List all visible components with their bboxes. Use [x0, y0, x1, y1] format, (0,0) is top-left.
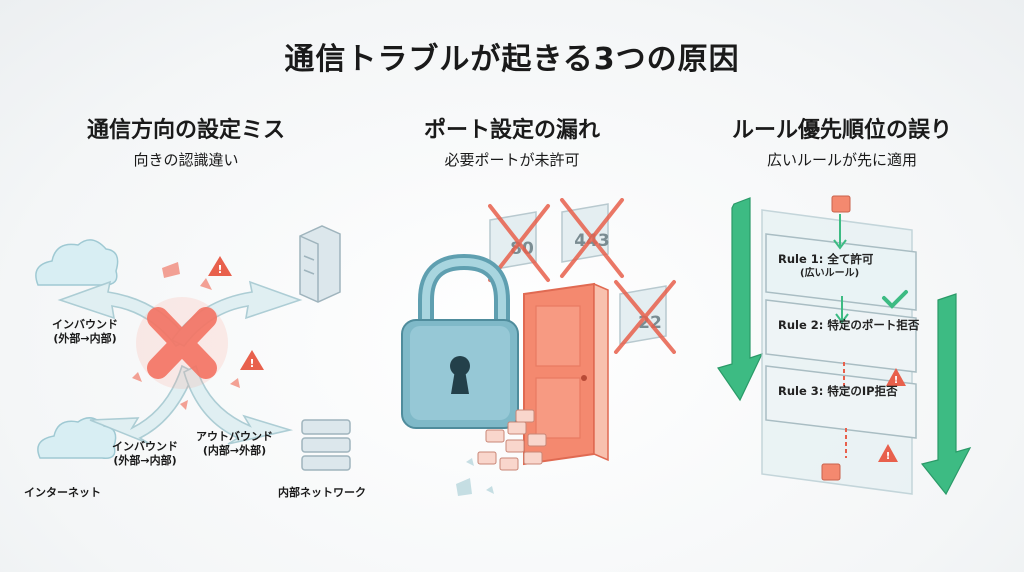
inbound-label-top: インバウンド(外部→内部) [52, 318, 118, 345]
packet-icon [821, 463, 841, 481]
rule-card-3 [765, 365, 917, 439]
page-title: 通信トラブルが起きる3つの原因 [284, 42, 740, 77]
outbound-label: アウトバウンド(内部→外部) [196, 430, 273, 457]
cloud-icon [35, 239, 119, 286]
rule-1-label: Rule 1: 全て許可 (広いルール) [778, 252, 874, 279]
rule-2-label: Rule 2: 特定のポート拒否 [778, 318, 920, 332]
warning-icon: ! [240, 350, 264, 370]
internet-label: インターネット [24, 486, 101, 499]
outbound-arrow [183, 364, 294, 445]
inbound-label-bottom: インバウンド(外部→内部) [112, 440, 178, 467]
door-icon [523, 282, 609, 466]
warning-icon: ! [208, 256, 232, 276]
error-x-icon [147, 307, 217, 379]
padlock-icon [401, 253, 519, 429]
packet-icon [831, 195, 851, 213]
section-subheading-direction: 向きの認識違い [133, 151, 239, 169]
svg-text:!: ! [894, 375, 899, 386]
packet-icon [477, 409, 547, 471]
down-arrow-icon [717, 197, 764, 402]
cloud-icon [37, 417, 117, 459]
inbound-arrow [89, 364, 196, 445]
server-icon [299, 225, 341, 303]
rule-card-2 [765, 299, 917, 373]
section-heading-port: ポート設定の漏れ [423, 118, 600, 143]
section-heading-direction: 通信方向の設定ミス [86, 118, 285, 143]
svg-text:!: ! [886, 451, 891, 462]
server-icon [301, 419, 351, 471]
warning-icon: ! [878, 444, 898, 462]
internal-network-label: 内部ネットワーク [278, 486, 366, 499]
rule-3-label: Rule 3: 特定のIP拒否 [778, 384, 898, 398]
down-arrow-icon [920, 293, 972, 496]
check-icon [882, 290, 908, 309]
section-subheading-priority: 広いルールが先に適用 [766, 151, 917, 169]
rule-card-1 [765, 233, 917, 311]
section-heading-priority: ルール優先順位の誤り [731, 118, 952, 143]
section-subheading-port: 必要ポートが未許可 [444, 151, 580, 169]
svg-text:!: ! [249, 357, 254, 370]
warning-icon: ! [886, 368, 906, 386]
svg-text:!: ! [217, 263, 222, 276]
